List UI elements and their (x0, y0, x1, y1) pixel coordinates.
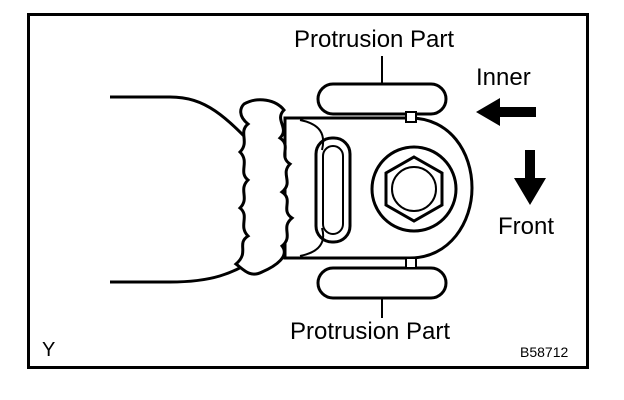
protrusion-bottom-label: Protrusion Part (290, 318, 451, 345)
boot (233, 98, 295, 276)
protrusion-top (316, 82, 448, 116)
view-label: Y (42, 339, 56, 361)
arrow-left-icon (476, 98, 536, 126)
yoke-slot (314, 136, 352, 244)
protrusion-bottom (316, 266, 448, 300)
figure-code: B58712 (520, 344, 569, 360)
arrow-down-icon (514, 150, 546, 205)
inner-label: Inner (476, 64, 531, 91)
front-label: Front (498, 213, 555, 240)
shaft (110, 95, 264, 284)
protrusion-top-label: Protrusion Part (294, 26, 455, 53)
